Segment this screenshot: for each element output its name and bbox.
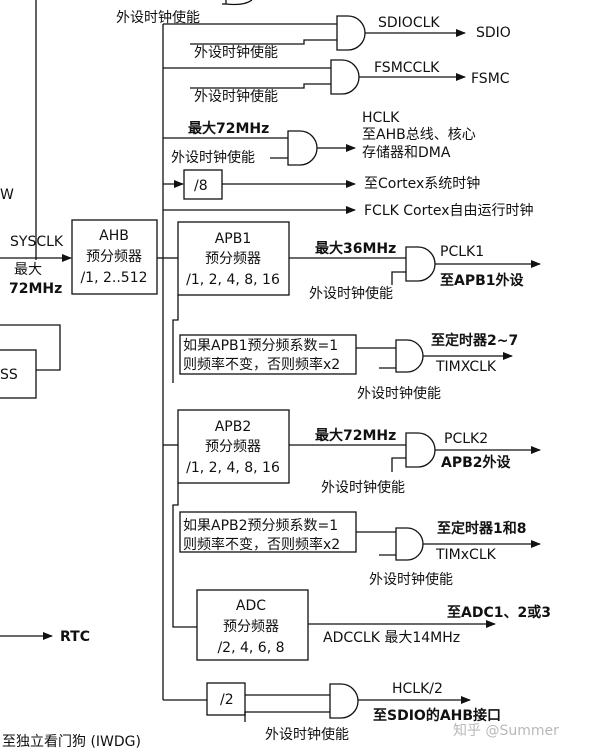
tim18-dest-label: 至定时器1和8 (437, 520, 526, 537)
hclk2-label: HCLK/2 (392, 681, 443, 697)
hclk2-enable-label: 外设时钟使能 (265, 726, 349, 743)
timx2-and-gate (395, 527, 424, 561)
sdio-enable-label: 外设时钟使能 (194, 44, 278, 61)
apb1-title: APB1 (215, 231, 252, 247)
watermark-text: 知乎 @Summer (453, 722, 559, 739)
timxclk-label: TIMXCLK (435, 359, 497, 375)
sdio-and-gate (336, 15, 366, 51)
apb2-ratios: /1, 2, 4, 8, 16 (186, 460, 280, 476)
div2-label: /2 (220, 692, 234, 708)
apb2-subtitle: 预分频器 (205, 439, 261, 455)
apb2-mult-line1: 如果APB2预分频系数=1 (183, 518, 338, 534)
fsmc-gate-group (163, 59, 466, 95)
div8-group (163, 169, 356, 200)
pclk1-and-gate (405, 246, 436, 282)
adc-group (196, 589, 496, 661)
left-clipped-w: W (0, 187, 14, 203)
fsmc-output-label: FSMC (471, 71, 510, 87)
apb1-dest-label: 至APB1外设 (440, 272, 525, 289)
apb2-max-label: 最大72MHz (315, 427, 396, 444)
hclk-gate-group (163, 130, 356, 166)
adcclk-label: ADCCLK 最大14MHz (323, 630, 460, 646)
apb1-max-label: 最大36MHz (315, 240, 396, 257)
sysclk-max-line1: 最大 (14, 262, 42, 278)
hclk-and-gate (287, 130, 318, 166)
iwdg-label: 至独立看门狗 (IWDG) (2, 734, 141, 750)
hclk-enable-label: 外设时钟使能 (171, 149, 255, 166)
timxclk2-label: TIMxCLK (435, 547, 497, 563)
sdio-gate-group (162, 15, 466, 51)
apb2-title: APB2 (215, 419, 252, 435)
adc-ratios: /2, 4, 6, 8 (217, 640, 284, 656)
apb1-subtitle: 预分频器 (205, 251, 261, 267)
fsmcclk-label: FSMCCLK (374, 60, 440, 76)
apb1-mult-line1: 如果APB1预分频系数=1 (183, 338, 338, 354)
top-clipped-gate (222, 0, 253, 6)
timx2-enable-label: 外设时钟使能 (369, 571, 453, 588)
adc-dest-label: 至ADC1、2或3 (447, 604, 551, 621)
sdio-ahb-dest-label: 至SDIO的AHB接口 (373, 707, 501, 724)
fclk-label: FCLK Cortex自由运行时钟 (364, 202, 534, 219)
apb2-group (163, 409, 541, 628)
top-enable-label: 外设时钟使能 (116, 9, 200, 26)
fsmc-and-gate (330, 59, 360, 95)
ahb-prescaler-box (71, 219, 158, 295)
pclk1-label: PCLK1 (440, 244, 484, 260)
adc-prescaler-box (196, 589, 309, 661)
pclk2-and-gate (405, 432, 436, 468)
apb1-mult-line2: 则频率不变，否则频率x2 (183, 356, 340, 373)
apb2-prescaler-box (177, 409, 290, 484)
pclk2-label: PCLK2 (444, 431, 488, 447)
hclk2-and-gate (329, 683, 359, 719)
apb2-mult-line2: 则频率不变，否则频率x2 (183, 536, 340, 553)
div8-box (183, 169, 223, 200)
fsmc-enable-label: 外设时钟使能 (194, 88, 278, 105)
css-loop (0, 324, 61, 399)
apb2-dest-label: APB2外设 (441, 454, 512, 471)
tim27-dest-label: 至定时器2~7 (431, 332, 518, 349)
ahb-title: AHB (99, 228, 129, 244)
hclk-dest-line2: 至AHB总线、核心 (362, 127, 476, 143)
timx-enable-label: 外设时钟使能 (357, 385, 441, 402)
sysclk-max-line2: 72MHz (9, 281, 62, 297)
adc-subtitle: 预分频器 (223, 619, 279, 635)
adc-title: ADC (236, 598, 266, 614)
hclk-max-label: 最大72MHz (188, 120, 269, 137)
apb1-group (163, 221, 541, 383)
timx-and-gate (395, 339, 424, 373)
sdio-output-label: SDIO (476, 25, 511, 41)
ahb-ratios: /1, 2..512 (80, 270, 147, 286)
apb1-multiplier-box (179, 334, 357, 375)
rtc-label: RTC (60, 629, 90, 645)
apb1-ratios: /1, 2, 4, 8, 16 (186, 272, 280, 288)
hclk-dest-line3: 存储器和DMA (362, 145, 451, 161)
div8-label: /8 (194, 178, 208, 194)
apb2-enable-label: 外设时钟使能 (321, 479, 405, 496)
cortex-systick-label: 至Cortex系统时钟 (364, 175, 480, 192)
ahb-subtitle: 预分频器 (86, 249, 142, 265)
div2-group (163, 682, 471, 722)
css-clipped-label: SS (0, 367, 18, 383)
sysclk-label: SYSCLK (10, 234, 64, 250)
sdioclk-label: SDIOCLK (378, 15, 440, 31)
div2-box (206, 682, 246, 716)
apb1-enable-label: 外设时钟使能 (309, 285, 393, 302)
hclk-label: HCLK (362, 110, 400, 126)
apb2-multiplier-box (179, 511, 357, 553)
